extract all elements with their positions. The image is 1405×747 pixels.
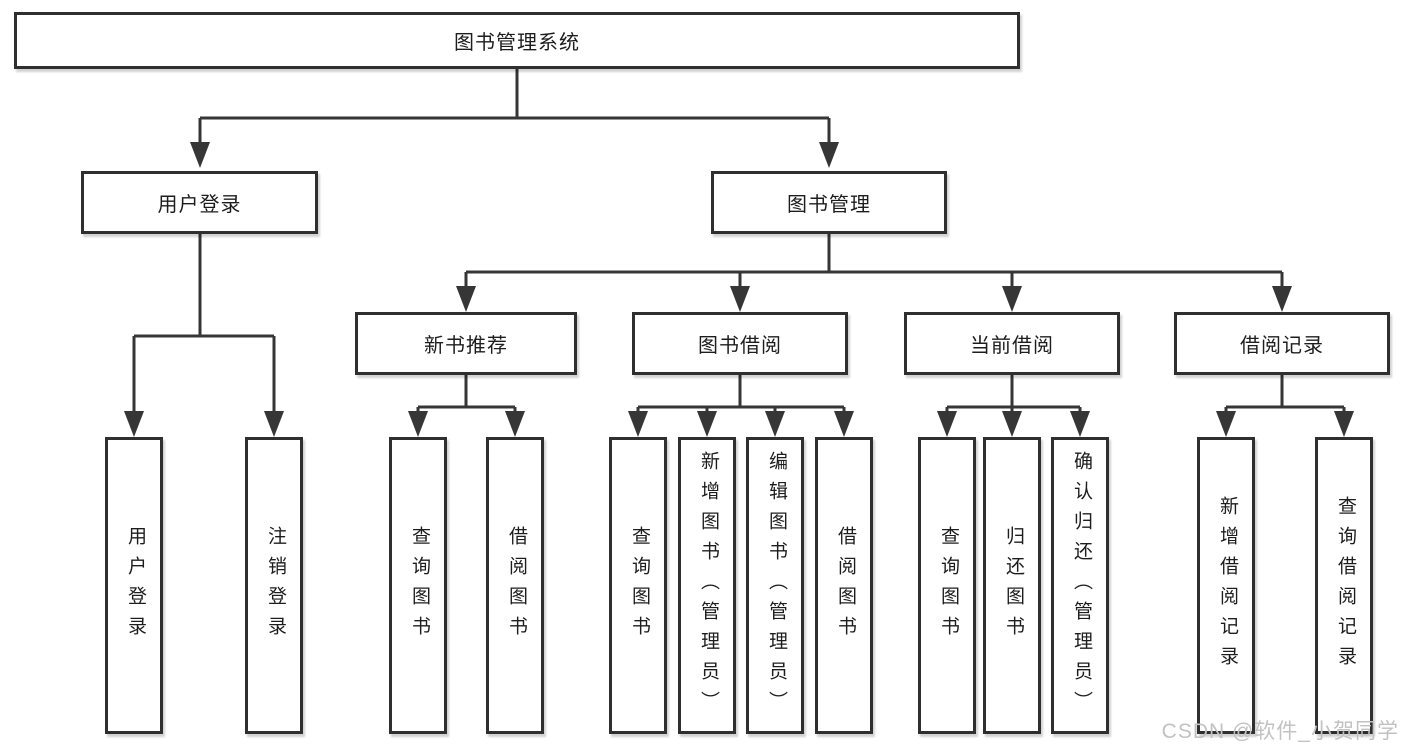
node-user-login: 用户登录 — [81, 171, 318, 234]
leaf-borrow-query-books: 查询图书 — [609, 437, 667, 734]
leaf-records-add: 新增借阅记录 — [1197, 437, 1255, 734]
node-root-system: 图书管理系统 — [14, 12, 1020, 69]
leaf-borrow-edit-books-admin: 编辑图书（管理员） — [746, 437, 804, 734]
leaf-borrow-borrow-books: 借阅图书 — [815, 437, 873, 734]
node-book-borrowing: 图书借阅 — [632, 312, 848, 375]
leaf-user-login: 用户登录 — [105, 437, 163, 734]
node-borrowing-records: 借阅记录 — [1174, 312, 1390, 375]
node-current-borrowing: 当前借阅 — [904, 312, 1120, 375]
leaf-records-query: 查询借阅记录 — [1315, 437, 1373, 734]
leaf-current-query-books: 查询图书 — [918, 437, 976, 734]
leaf-current-confirm-return-admin: 确认归还（管理员） — [1051, 437, 1109, 734]
leaf-new-books-borrow: 借阅图书 — [486, 437, 544, 734]
csdn-watermark: CSDN @软件_小贺同学 — [1161, 720, 1399, 743]
leaf-borrow-add-books-admin: 新增图书（管理员） — [678, 437, 736, 734]
leaf-logout: 注销登录 — [245, 437, 303, 734]
leaf-current-return-books: 归还图书 — [983, 437, 1041, 734]
node-book-management: 图书管理 — [711, 171, 947, 234]
node-new-book-recommend: 新书推荐 — [355, 312, 577, 375]
leaf-new-books-query: 查询图书 — [389, 437, 447, 734]
